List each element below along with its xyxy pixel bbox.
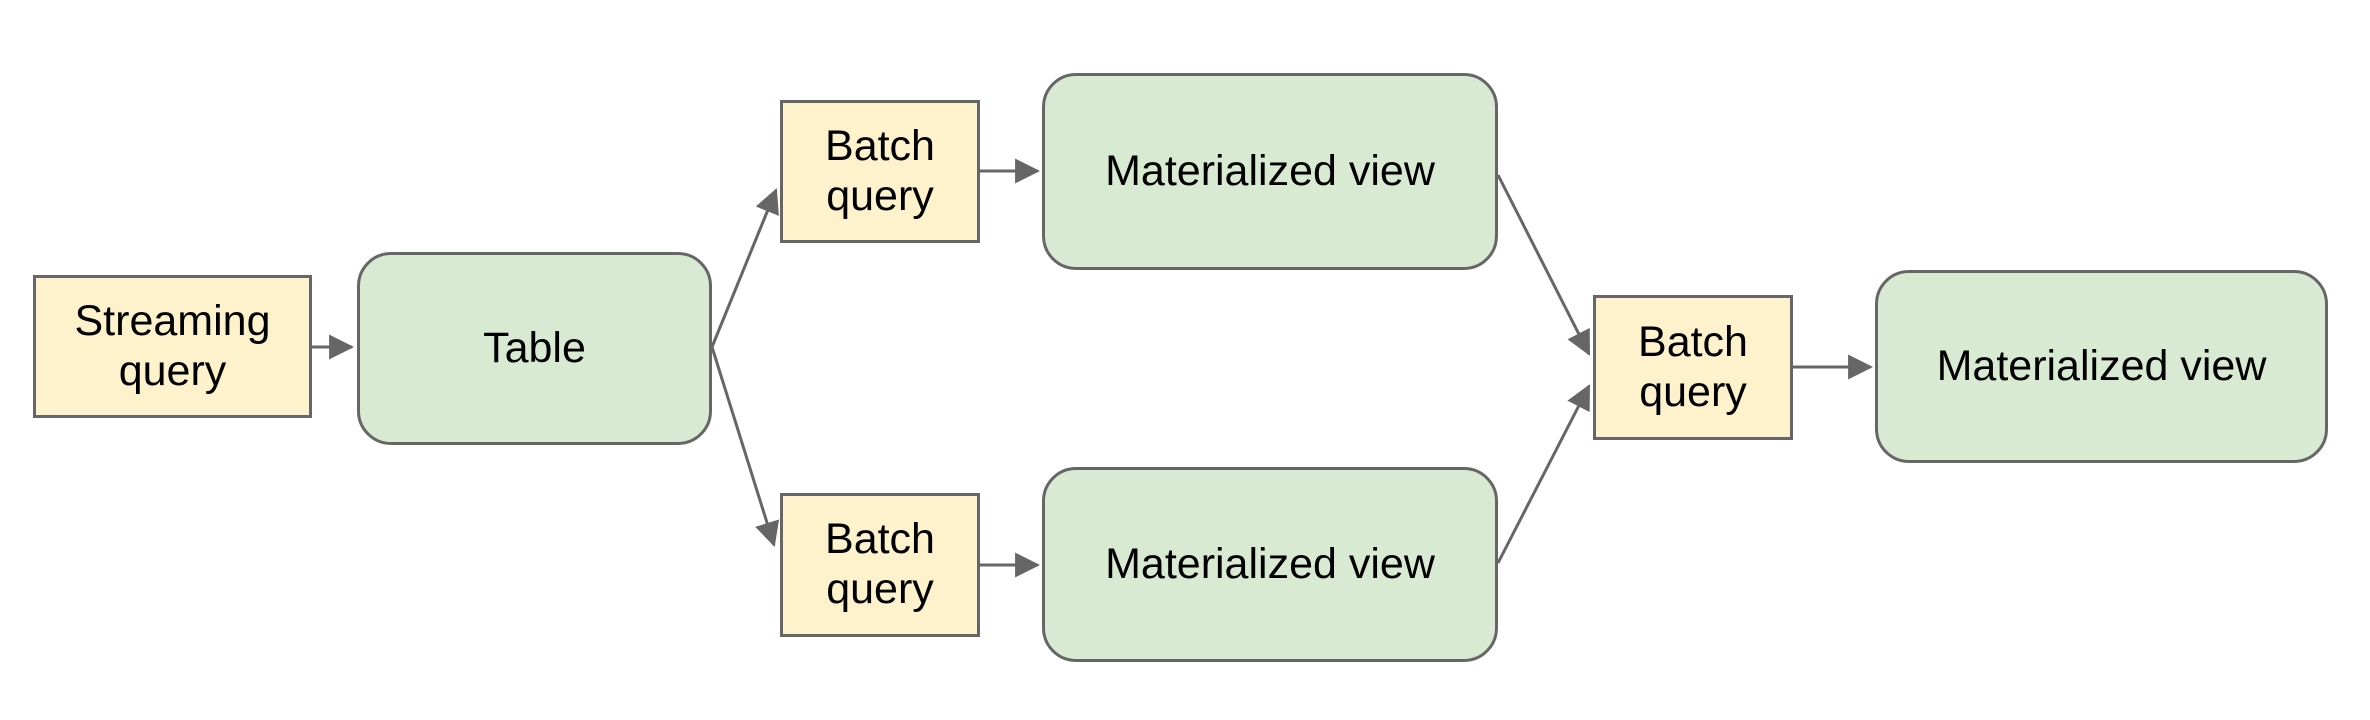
node-table: Table bbox=[357, 252, 712, 445]
node-materialized-view-final: Materialized view bbox=[1875, 270, 2328, 463]
node-label: Table bbox=[483, 323, 586, 372]
edge-materialized-view-top-to-batch-query-center bbox=[1496, 174, 1591, 356]
node-label: Streaming query bbox=[74, 296, 271, 395]
edge-materialized-view-bottom-to-batch-query-center bbox=[1496, 384, 1591, 564]
node-batch-query-bottom: Batch query bbox=[780, 493, 980, 637]
node-label: Batch query bbox=[825, 515, 935, 613]
node-batch-query-center: Batch query bbox=[1593, 295, 1793, 440]
node-label: Batch query bbox=[1638, 317, 1748, 416]
node-label: Batch query bbox=[825, 121, 935, 220]
edge-table-to-batch-query-top bbox=[710, 188, 779, 348]
edge-table-to-batch-query-bottom bbox=[710, 346, 780, 547]
node-label: Materialized view bbox=[1105, 539, 1435, 588]
node-label: Materialized view bbox=[1105, 146, 1435, 195]
node-streaming-query: Streaming query bbox=[33, 275, 312, 418]
node-label: Materialized view bbox=[1936, 341, 2267, 390]
node-materialized-view-bottom: Materialized view bbox=[1042, 467, 1498, 662]
node-materialized-view-top: Materialized view bbox=[1042, 73, 1498, 270]
node-batch-query-top: Batch query bbox=[780, 100, 980, 243]
